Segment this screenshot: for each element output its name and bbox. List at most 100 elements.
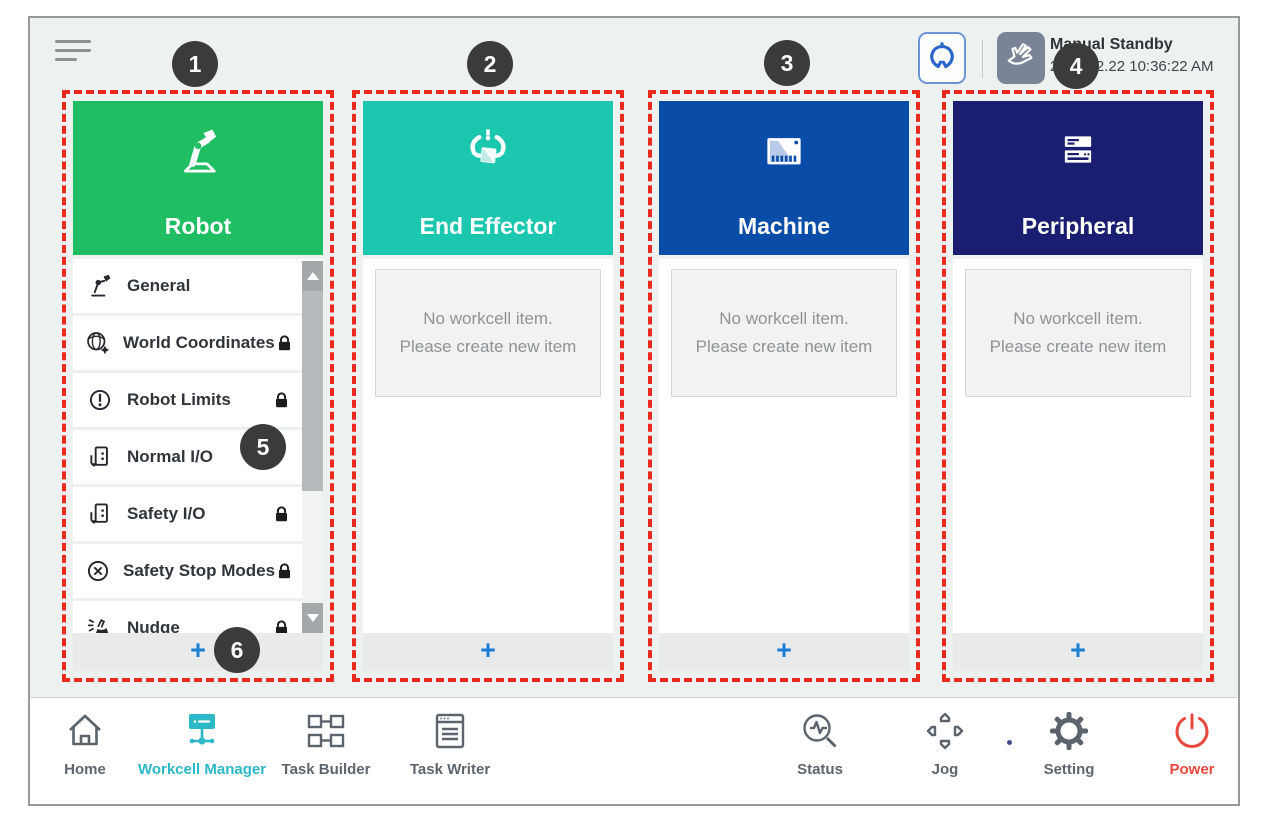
scrollbar-thumb[interactable]	[302, 291, 323, 491]
machine-icon	[756, 121, 812, 185]
nav-jog[interactable]: Jog	[870, 709, 1020, 778]
hand-icon	[1004, 39, 1038, 78]
annotation-badge-6: 6	[214, 627, 260, 673]
empty-line-1: No workcell item.	[719, 309, 849, 328]
lock-icon	[272, 391, 291, 410]
io-terminal-icon	[85, 501, 115, 527]
empty-state-panel: No workcell item. Please create new item	[671, 269, 897, 397]
circle-x-icon	[85, 558, 111, 584]
list-item-general[interactable]: General	[73, 259, 323, 316]
list-item-world-coordinates[interactable]: World Coordinates	[73, 316, 323, 373]
nav-task-writer-label: Task Writer	[409, 761, 491, 778]
nav-task-writer[interactable]: Task Writer	[375, 709, 525, 778]
list-item-label: World Coordinates	[123, 333, 275, 352]
nav-power-label: Power	[1169, 761, 1215, 778]
annotation-badge-5: 5	[240, 424, 286, 470]
nav-workcell-manager[interactable]: Workcell Manager	[127, 709, 277, 778]
io-terminal-icon	[85, 444, 115, 470]
category-peripheral[interactable]: Peripheral	[953, 101, 1203, 255]
annotation-badge-2: 2	[467, 41, 513, 87]
nav-home-label: Home	[64, 761, 106, 778]
lock-icon	[272, 505, 291, 524]
home-icon	[63, 714, 107, 757]
list-item-safety-io[interactable]: Safety I/O	[73, 487, 323, 544]
list-item-robot-limits[interactable]: Robot Limits	[73, 373, 323, 430]
add-end-effector-item-button[interactable]: +	[363, 633, 613, 671]
empty-state-panel: No workcell item. Please create new item	[965, 269, 1191, 397]
nav-setting-label: Setting	[1043, 761, 1095, 778]
annotation-badge-3: 3	[764, 40, 810, 86]
lock-icon	[275, 334, 294, 353]
hamburger-menu-icon[interactable]	[55, 40, 95, 68]
power-icon	[1170, 713, 1214, 757]
empty-line-1: No workcell item.	[423, 309, 553, 328]
annotation-badge-1: 1	[172, 41, 218, 87]
robot-arm-icon	[169, 121, 227, 185]
annotation-box-peripheral: Peripheral No workcell item. Please crea…	[942, 90, 1214, 682]
annotation-box-robot: Robot General	[62, 90, 334, 682]
list-item-normal-io[interactable]: Normal I/O	[73, 430, 323, 487]
list-item-label: General	[127, 276, 191, 295]
workcell-manager-icon	[180, 714, 224, 757]
arrow-up-icon	[306, 272, 319, 280]
category-robot[interactable]: Robot	[73, 101, 323, 255]
nav-status[interactable]: Status	[745, 709, 895, 778]
add-robot-item-button[interactable]: +	[73, 633, 323, 671]
add-machine-item-button[interactable]: +	[659, 633, 909, 671]
pendant-screen: Manual Standby 2022.12.22 10:36:22 AM Ro…	[28, 16, 1240, 806]
world-globe-icon	[85, 330, 111, 356]
nav-workcell-manager-label: Workcell Manager	[137, 761, 267, 778]
task-writer-icon	[428, 713, 472, 757]
top-divider	[982, 40, 983, 78]
nav-home[interactable]: Home	[30, 709, 160, 778]
list-item-label: Normal I/O	[127, 447, 213, 466]
add-peripheral-item-button[interactable]: +	[953, 633, 1203, 671]
category-machine-title: Machine	[737, 213, 831, 239]
empty-line-1: No workcell item.	[1013, 309, 1143, 328]
annotation-box-machine: Machine No workcell item. Please create …	[648, 90, 920, 682]
list-item-label: Nudge	[127, 618, 180, 633]
empty-line-2: Please create new item	[989, 337, 1167, 356]
category-end-effector[interactable]: End Effector	[363, 101, 613, 255]
category-peripheral-title: Peripheral	[1021, 213, 1135, 239]
category-robot-title: Robot	[164, 213, 232, 239]
empty-line-2: Please create new item	[695, 337, 873, 356]
list-item-safety-stop-modes[interactable]: Safety Stop Modes	[73, 544, 323, 601]
robot-arm-icon	[85, 273, 115, 299]
nav-setting[interactable]: Setting	[994, 709, 1144, 778]
annotation-box-end-effector: End Effector No workcell item. Please cr…	[352, 90, 624, 682]
nav-power[interactable]: Power	[1117, 709, 1238, 778]
gripper-claw-icon	[925, 39, 959, 78]
list-item-label: Safety Stop Modes	[123, 561, 276, 580]
gear-icon	[1047, 712, 1091, 757]
empty-line-2: Please create new item	[399, 337, 577, 356]
arrow-down-icon	[306, 614, 319, 622]
gripper-icon	[460, 121, 516, 185]
scroll-down-button[interactable]	[302, 603, 323, 633]
nav-task-builder[interactable]: Task Builder	[251, 709, 401, 778]
nav-dot	[1007, 740, 1012, 745]
bottom-navigation: Home Workcell Manager	[30, 697, 1238, 804]
nudge-hand-icon	[85, 615, 115, 633]
scroll-up-button[interactable]	[302, 261, 323, 291]
alert-circle-icon	[85, 387, 115, 413]
list-item-nudge[interactable]: Nudge	[73, 601, 323, 633]
jog-dpad-icon	[923, 712, 967, 757]
manual-mode-button[interactable]	[997, 32, 1045, 84]
category-end-effector-title: End Effector	[419, 213, 557, 239]
status-monitor-icon	[798, 714, 842, 757]
peripheral-server-icon	[1050, 121, 1106, 185]
empty-state-panel: No workcell item. Please create new item	[375, 269, 601, 397]
lock-icon	[272, 619, 291, 633]
scrollbar[interactable]	[302, 261, 323, 633]
category-machine[interactable]: Machine	[659, 101, 909, 255]
annotation-badge-4: 4	[1053, 43, 1099, 89]
task-builder-icon	[304, 714, 348, 757]
list-item-label: Safety I/O	[127, 504, 206, 523]
nav-status-label: Status	[797, 761, 843, 778]
list-item-label: Robot Limits	[127, 390, 231, 409]
lock-icon	[275, 562, 294, 581]
nav-jog-label: Jog	[931, 761, 959, 778]
nav-task-builder-label: Task Builder	[281, 761, 371, 778]
auto-mode-button[interactable]	[918, 32, 966, 84]
